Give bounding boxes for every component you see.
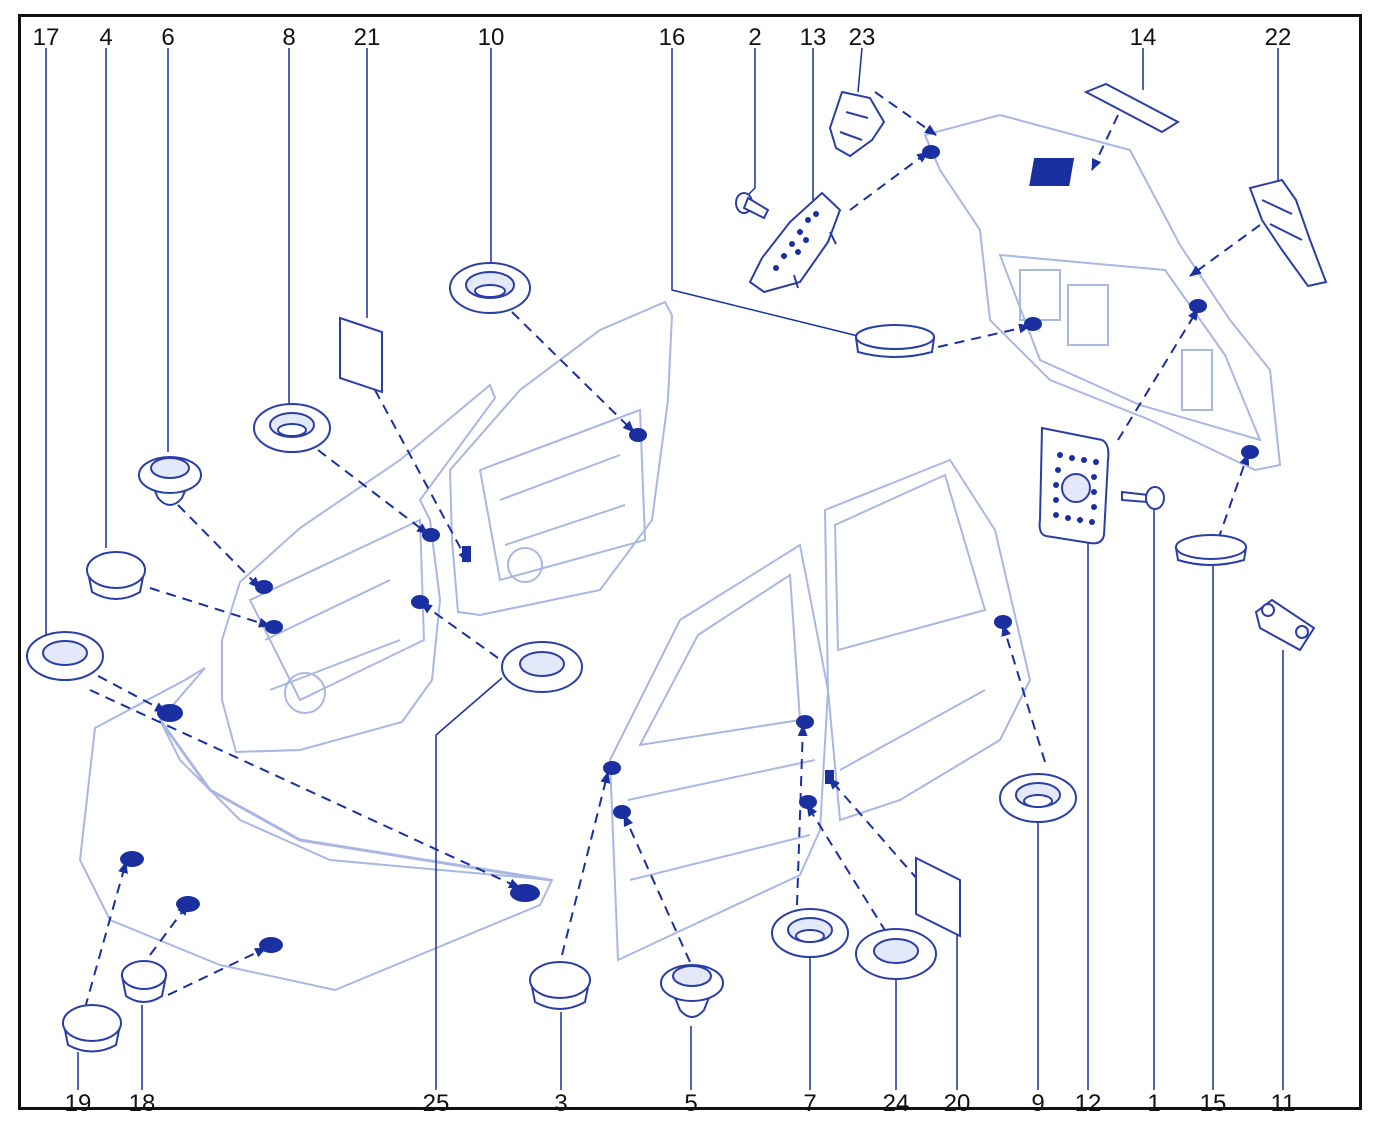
part-grommet-24 — [855, 928, 937, 980]
callout-24: 24 — [882, 1090, 910, 1117]
part-hinge-23 — [828, 90, 886, 158]
callout-14: 14 — [1129, 24, 1157, 51]
callout-16: 16 — [658, 24, 686, 51]
callout-17: 17 — [32, 24, 60, 51]
callout-8: 8 — [282, 24, 296, 51]
part-grommet-7 — [771, 908, 849, 958]
front-door-outer-panel — [608, 543, 830, 962]
front-door-inner-panel — [221, 383, 497, 754]
callout-1: 1 — [1147, 1090, 1161, 1117]
part-plug-18 — [120, 960, 168, 1003]
callout-12: 12 — [1074, 1090, 1102, 1117]
part-pad-21 — [339, 316, 383, 394]
part-screw-1 — [1121, 486, 1165, 510]
rear-door-inner-panel — [448, 300, 674, 617]
part-strip-14 — [1083, 82, 1181, 134]
part-plug-3 — [529, 961, 591, 1010]
part-plug-15 — [1174, 534, 1248, 566]
callout-7: 7 — [803, 1090, 817, 1117]
tailgate-panel — [923, 113, 1282, 472]
part-plug-16 — [854, 324, 936, 358]
part-screw-2 — [735, 192, 770, 220]
callout-18: 18 — [128, 1090, 156, 1117]
callout-6: 6 — [161, 24, 175, 51]
callout-25: 25 — [422, 1090, 450, 1117]
leader-lines — [45, 47, 1284, 1090]
callout-19: 19 — [64, 1090, 92, 1117]
part-pad-20 — [915, 856, 961, 938]
callout-2: 2 — [748, 24, 762, 51]
part-grommet-25 — [501, 641, 583, 693]
callout-5: 5 — [684, 1090, 698, 1117]
callout-3: 3 — [554, 1090, 568, 1117]
part-grommet-8 — [253, 403, 331, 453]
part-speaker-grille-12 — [1038, 426, 1110, 545]
callout-11: 11 — [1270, 1090, 1296, 1117]
callout-20: 20 — [943, 1090, 971, 1117]
part-clip-5 — [660, 964, 724, 1018]
part-grommet-17 — [26, 631, 104, 681]
front-bumper-panel — [78, 667, 554, 992]
callout-4: 4 — [99, 24, 113, 51]
callout-23: 23 — [848, 24, 876, 51]
part-trim-22 — [1248, 178, 1328, 288]
callout-15: 15 — [1199, 1090, 1227, 1117]
part-clip-11 — [1254, 598, 1316, 652]
callout-9: 9 — [1031, 1090, 1045, 1117]
callout-10: 10 — [477, 24, 505, 51]
part-speaker-13 — [748, 191, 842, 294]
part-grommet-10 — [449, 262, 531, 314]
mounting-holes — [120, 145, 1259, 953]
callout-13: 13 — [799, 24, 827, 51]
part-plug-4 — [86, 551, 146, 600]
assembly-arrows — [67, 91, 1261, 1009]
callout-21: 21 — [353, 24, 381, 51]
callout-22: 22 — [1264, 24, 1292, 51]
part-grommet-9 — [999, 773, 1077, 823]
part-clip-6 — [138, 456, 202, 506]
part-plug-19 — [62, 1004, 122, 1053]
rear-door-outer-panel — [823, 458, 1032, 822]
